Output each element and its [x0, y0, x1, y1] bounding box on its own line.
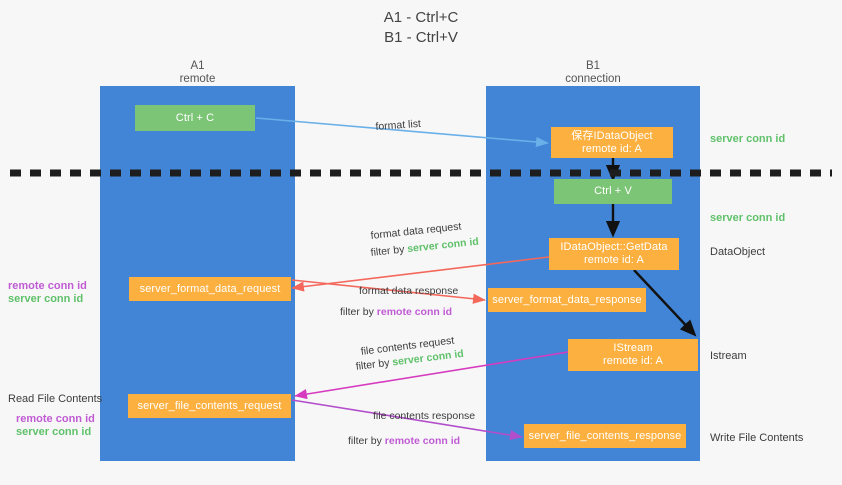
node-ctrl-v[interactable]: Ctrl + V	[554, 179, 672, 204]
filter-prefix: filter by	[348, 435, 385, 447]
edge-label-file-contents-response-filter: filter by remote conn id	[348, 434, 460, 448]
lane-b1-subtitle: connection	[565, 73, 621, 85]
right-label-dataobject: DataObject	[710, 246, 766, 258]
left-label-read-file-contents: Read File Contents	[8, 393, 103, 405]
node-idataobject-getdata[interactable]: IDataObject::GetData remote id: A	[549, 238, 679, 270]
filter-prefix: filter by	[340, 306, 377, 318]
right-label-write-file-contents: Write File Contents	[710, 432, 804, 444]
edge-label-file-contents-response: file contents response	[373, 410, 476, 422]
node-server-file-contents-request[interactable]: server_file_contents_request	[128, 394, 291, 418]
left-label-server-conn-id-mid: server conn id	[8, 293, 84, 305]
right-label-istream: Istream	[710, 350, 747, 362]
page-title: A1 - Ctrl+C B1 - Ctrl+V	[383, 9, 459, 46]
edge-label-format-list: format list	[375, 117, 422, 133]
node-server-format-data-response[interactable]: server_format_data_response	[488, 288, 646, 312]
lane-a1-title: A1	[190, 60, 205, 72]
filter-key-remote-conn-id: remote conn id	[376, 306, 453, 318]
left-label-remote-conn-id-mid: remote conn id	[8, 280, 87, 292]
filter-prefix: filter by	[370, 243, 408, 259]
filter-prefix: filter by	[355, 356, 394, 373]
right-label-server-conn-id-second: server conn id	[710, 212, 786, 224]
edge-label-format-data-response: format data response	[359, 285, 459, 297]
node-server-file-contents-response[interactable]: server_file_contents_response	[524, 424, 686, 448]
lane-b1-title: B1	[585, 60, 601, 72]
node-ctrl-c[interactable]: Ctrl + C	[135, 105, 255, 131]
edge-label-format-data-response-filter: filter by remote conn id	[340, 305, 452, 319]
left-label-server-conn-id-low: server conn id	[16, 426, 92, 438]
right-label-server-conn-id-top: server conn id	[710, 133, 786, 145]
filter-key-server-conn-id: server conn id	[406, 235, 480, 256]
left-label-remote-conn-id-low: remote conn id	[16, 413, 95, 425]
lane-a1-subtitle: remote	[179, 73, 216, 85]
node-istream[interactable]: IStream remote id: A	[568, 339, 698, 371]
node-save-idataobject[interactable]: 保存IDataObject remote id: A	[551, 127, 673, 158]
filter-key-remote-conn-id: remote conn id	[384, 435, 461, 447]
node-server-format-data-request[interactable]: server_format_data_request	[129, 277, 291, 301]
